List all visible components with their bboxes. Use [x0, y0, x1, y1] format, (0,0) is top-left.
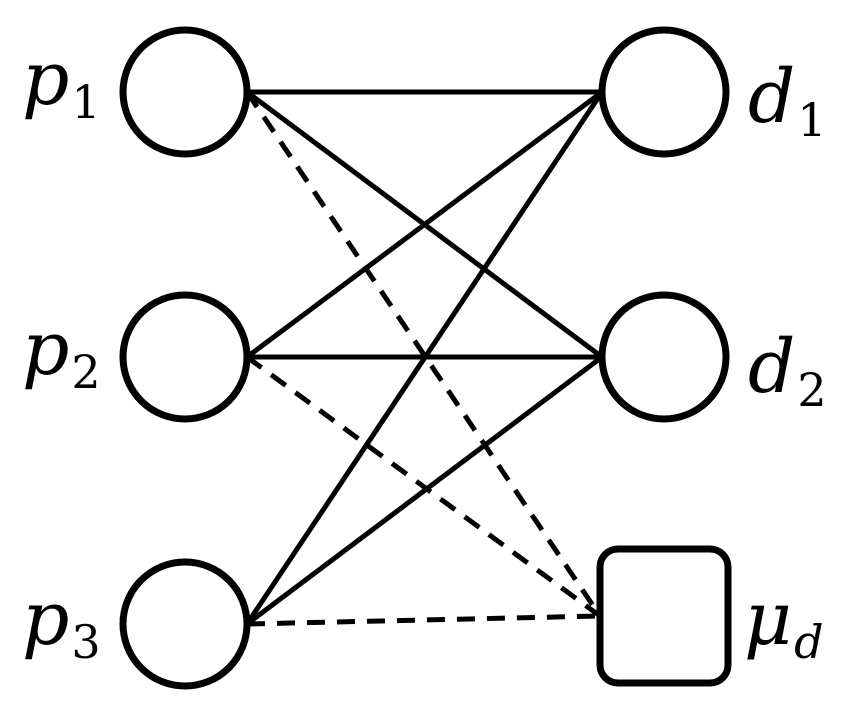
node-label-p3-base: p — [22, 576, 70, 662]
edges-layer — [244, 89, 605, 627]
node-label-p2: p2 — [22, 312, 101, 395]
edge-p3-d2 — [245, 355, 604, 626]
node-d2 — [598, 291, 730, 423]
node-label-d2-sub: 2 — [797, 363, 827, 417]
node-label-d1: d1 — [748, 60, 827, 143]
node-label-d2: d2 — [748, 330, 827, 413]
nodes-layer — [119, 26, 732, 690]
node-p2 — [119, 291, 251, 423]
edge-p2-d1 — [245, 89, 604, 360]
edge-p1-mu-d — [244, 90, 603, 618]
node-label-p3-sub: 3 — [71, 615, 101, 669]
node-label-p1-sub: 1 — [71, 75, 101, 129]
node-p1 — [119, 26, 251, 158]
node-label-p2-base: p — [22, 306, 70, 392]
node-label-p1: p1 — [22, 42, 101, 125]
node-label-d2-base: d — [748, 324, 796, 410]
edge-p3-mu-d — [246, 613, 601, 627]
edge-p3-d1 — [244, 90, 605, 626]
node-label-p3: p3 — [22, 582, 101, 665]
node-label-mu-d: μd — [744, 582, 824, 665]
node-label-p2-sub: 2 — [71, 345, 101, 399]
node-label-d1-sub: 1 — [797, 93, 827, 147]
node-d1 — [598, 26, 730, 158]
node-p3 — [119, 558, 251, 690]
node-mu-d — [596, 545, 732, 687]
node-label-mu-d-base: μ — [744, 576, 793, 662]
node-label-p1-base: p — [22, 36, 70, 122]
node-label-mu-d-sub: d — [794, 615, 824, 669]
node-label-d1-base: d — [748, 54, 796, 140]
edge-p2-mu-d — [245, 354, 602, 619]
